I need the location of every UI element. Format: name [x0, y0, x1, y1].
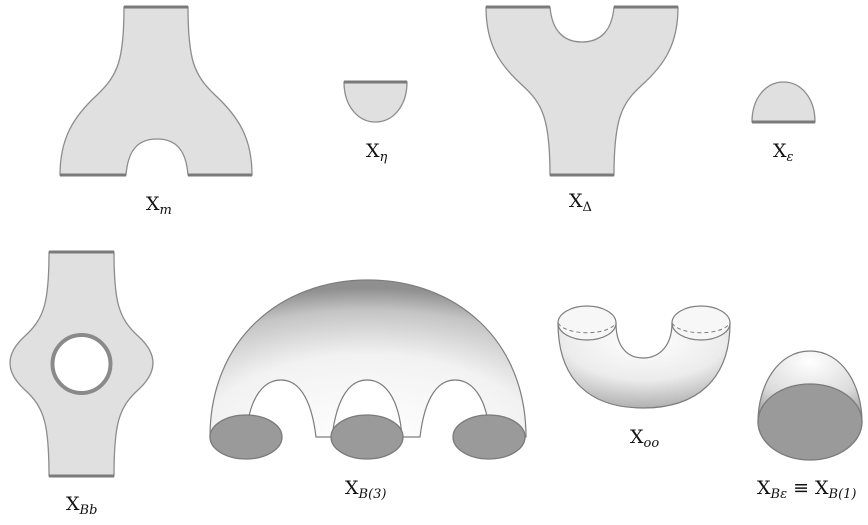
xb3-surface [209, 279, 527, 438]
xbb-hole [50, 333, 113, 395]
xb3-disk-left [209, 414, 283, 460]
label-xbb-base: X [66, 493, 80, 515]
xoo-opening-right [671, 305, 731, 341]
label-xoo-base: X [630, 426, 644, 448]
label-xoo: Xoo [630, 426, 659, 451]
label-xm: Xm [146, 193, 172, 218]
shape-xb3 [209, 279, 527, 460]
xdelta-surface [485, 6, 679, 176]
xoo-opening-left [557, 305, 617, 341]
label-xeta-base: X [366, 140, 380, 162]
shape-xdelta [485, 5, 679, 177]
label-xeta-sub: η [379, 150, 388, 165]
shape-xoo [557, 305, 731, 409]
label-xbb: XBb [66, 493, 97, 518]
label-xoo-sub: oo [643, 436, 660, 451]
label-xm-base: X [146, 193, 160, 215]
xb3-disk-right [452, 414, 526, 460]
label-xb3: XB(3) [345, 477, 387, 502]
shape-xbb [9, 250, 154, 478]
xbe-disk [757, 383, 863, 461]
label-xbe-relation: ≡ [793, 477, 809, 499]
label-xdelta: XΔ [569, 190, 592, 215]
shape-xm [59, 5, 253, 177]
label-xeps: Xε [773, 140, 794, 165]
label-xm-sub: m [159, 203, 172, 218]
label-xdelta-sub: Δ [582, 200, 592, 215]
shape-xeta [343, 80, 408, 123]
label-xbe-base2: X [814, 477, 829, 499]
label-xb3-base: X [345, 477, 359, 499]
label-xbe: XBε≡XB(1) [757, 477, 856, 502]
label-xbe-sub: Bε [770, 487, 788, 502]
xoo-hidden-rim-left [557, 322, 617, 334]
label-xeps-sub: ε [786, 150, 794, 165]
xoo-surface [557, 322, 731, 409]
label-xeta: Xη [366, 140, 387, 165]
label-xbe-sub2: B(1) [828, 487, 857, 502]
label-xeps-base: X [773, 140, 787, 162]
label-xb3-sub: B(3) [358, 487, 387, 502]
shape-xbe [757, 350, 863, 461]
xm-surface [59, 6, 253, 176]
xoo-hidden-rim-right [671, 322, 731, 334]
label-xbe-base: X [757, 477, 771, 499]
label-xdelta-base: X [569, 190, 583, 212]
xb3-disk-middle [330, 414, 404, 460]
xeta-surface [343, 81, 408, 123]
shape-xeps [751, 81, 816, 124]
xeps-surface [751, 81, 816, 123]
label-xbb-sub: Bb [79, 503, 98, 518]
